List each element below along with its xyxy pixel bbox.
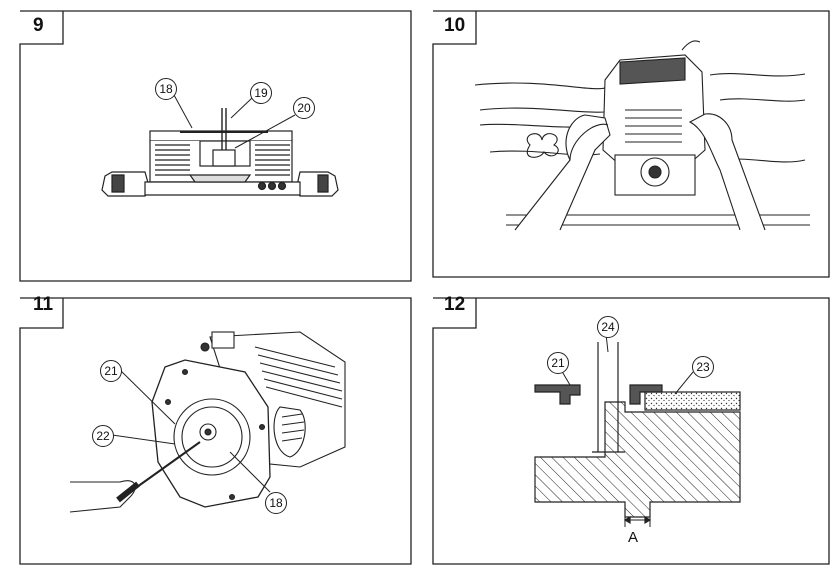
figure-10: 10 [420, 0, 835, 285]
callout-21: 21 [100, 360, 122, 382]
callout-18: 18 [265, 492, 287, 514]
figure-number: 11 [33, 294, 54, 315]
callout-23: 23 [692, 356, 714, 378]
figure-11: 11 21 22 18 [0, 292, 415, 568]
callout-21: 21 [547, 352, 569, 374]
figure-11-frame [19, 297, 412, 565]
cross-section-diagram [534, 342, 741, 527]
router-base-plate-illustration [69, 331, 346, 513]
figure-number: 9 [33, 15, 44, 36]
figure-9: 9 18 19 20 [0, 0, 415, 285]
callout-18: 18 [155, 78, 177, 100]
router-base-illustration [101, 108, 339, 197]
figure-12-frame [432, 297, 830, 565]
figure-10-frame [432, 10, 830, 278]
callout-22: 22 [92, 425, 114, 447]
callout-19: 19 [250, 82, 272, 104]
router-in-table-illustration [474, 40, 810, 231]
figure-number: 10 [444, 15, 466, 36]
figure-number: 12 [444, 294, 466, 315]
figure-12: 12 24 21 23 A [420, 292, 835, 568]
callout-20: 20 [293, 97, 315, 119]
figure-9-frame [19, 10, 412, 282]
dimension-a-label: A [628, 529, 639, 546]
callout-24: 24 [597, 316, 619, 338]
